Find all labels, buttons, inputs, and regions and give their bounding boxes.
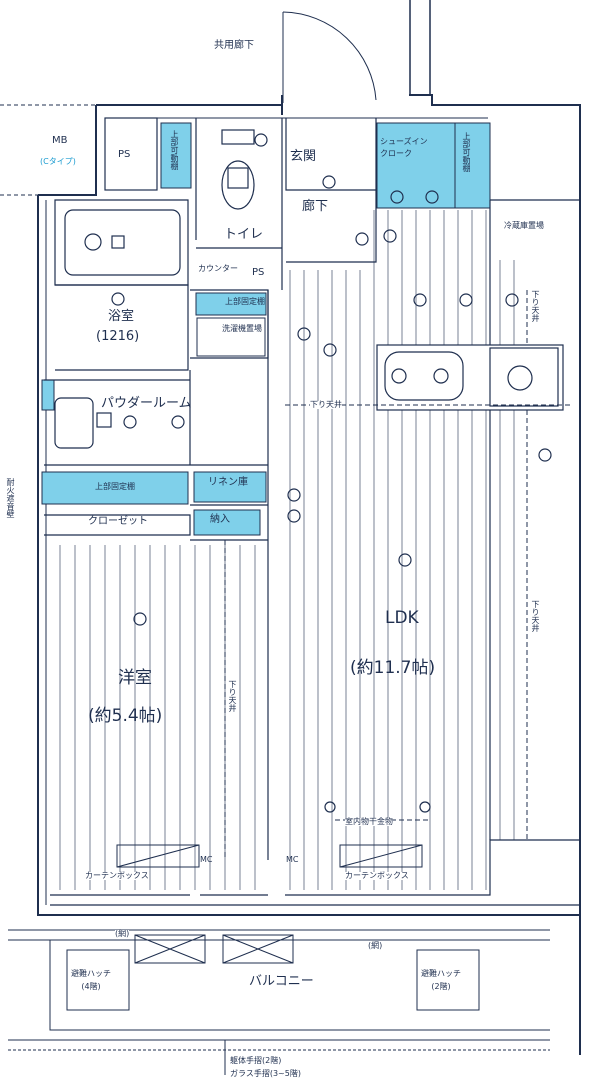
- upper-shelf-movable-label-1: 上部可動棚: [170, 130, 179, 170]
- hatch-left-label: 避難ハッチ (4階): [71, 969, 111, 991]
- fire-wall-label: 耐火遮音壁: [6, 478, 15, 518]
- storage-label: 納入: [210, 514, 230, 525]
- powder-room-label: パウダールーム: [101, 396, 192, 411]
- closet-label: クローゼット: [88, 516, 148, 527]
- light-fixtures: [111, 133, 552, 813]
- small-blue-area: [41, 379, 55, 411]
- drop-ceiling-label-3: 下り天井: [531, 290, 540, 322]
- upper-shelf-movable-label-2: 上部可動棚: [462, 132, 471, 172]
- net-label-left: (網): [115, 929, 130, 938]
- fridge-label: 冷蔵庫置場: [504, 221, 544, 230]
- mc-label-2: MC: [286, 855, 299, 864]
- blue-areas: [41, 122, 491, 536]
- drop-ceiling-lines: [224, 290, 570, 860]
- curtain-boxes: [116, 844, 423, 868]
- ldk-floor-stripes: [289, 210, 515, 890]
- ps-mid-label: PS: [252, 267, 265, 278]
- hatch-right-label: 避難ハッチ (2階): [421, 969, 461, 991]
- kitchen-counter: [376, 344, 564, 411]
- curtain-box-label-1: カーテンボックス: [85, 871, 149, 880]
- mc-label-1: MC: [200, 855, 213, 864]
- handrail-label-2: ガラス手摺(3~5階): [230, 1069, 301, 1078]
- upper-shelf-toilet-area: [160, 122, 192, 189]
- genkan-label: 玄関: [290, 149, 317, 164]
- drop-ceiling-label-2: 下り天井: [531, 600, 540, 632]
- curtain-box-label-2: カーテンボックス: [345, 871, 409, 880]
- western-size-label: (約5.4帖): [88, 706, 163, 726]
- drying-rack-label: 室内物干金物: [345, 817, 393, 826]
- upper-shelf-shoe-area: [454, 122, 491, 209]
- western-label: 洋室: [118, 668, 152, 688]
- ps-top-label: PS: [118, 149, 131, 160]
- washbasin: [54, 397, 112, 449]
- upper-shelf-washer-area: [195, 292, 267, 316]
- closet-shelf-area: [41, 471, 189, 505]
- linen-label: リネン庫: [208, 477, 248, 488]
- shoe-closet-label: シューズイン クローク: [380, 137, 428, 158]
- net-label-right: (網): [368, 941, 383, 950]
- ldk-label: LDK: [385, 608, 419, 628]
- drop-ceiling-label-1: 下り天井: [310, 400, 342, 409]
- ldk-size-label: (約11.7帖): [350, 658, 436, 678]
- drop-ceiling-label-4: 下り天井: [228, 680, 237, 712]
- entry-door: [282, 11, 377, 103]
- bathroom-label: 浴室: [108, 309, 135, 324]
- exterior-walls: [0, 0, 581, 1055]
- handrail-label-1: 躯体手摺(2階): [230, 1056, 282, 1065]
- balcony-label: バルコニー: [249, 974, 314, 989]
- storage-area: [193, 509, 261, 536]
- closet-shelf-label: 上部固定棚: [95, 482, 135, 491]
- counter-small-label: カウンター: [198, 264, 238, 273]
- toilet-label: トイレ: [224, 227, 264, 242]
- mb-label: MB: [52, 135, 68, 146]
- hallway-label: 廊下: [302, 199, 329, 214]
- mb-type-label: (Cタイプ): [40, 157, 76, 166]
- corridor-label: 共用廊下: [214, 40, 254, 51]
- toilet-fixture: [221, 129, 255, 210]
- bathtub: [64, 209, 181, 276]
- washer: [196, 317, 266, 357]
- washer-label: 洗濯機置場: [222, 324, 262, 333]
- interior-walls: [44, 117, 580, 906]
- upper-shelf-fixed-washer-label: 上部固定棚: [225, 297, 265, 306]
- balcony-lines: [8, 929, 550, 1075]
- bathroom-size-label: (1216): [96, 329, 140, 344]
- linen-area: [193, 471, 267, 503]
